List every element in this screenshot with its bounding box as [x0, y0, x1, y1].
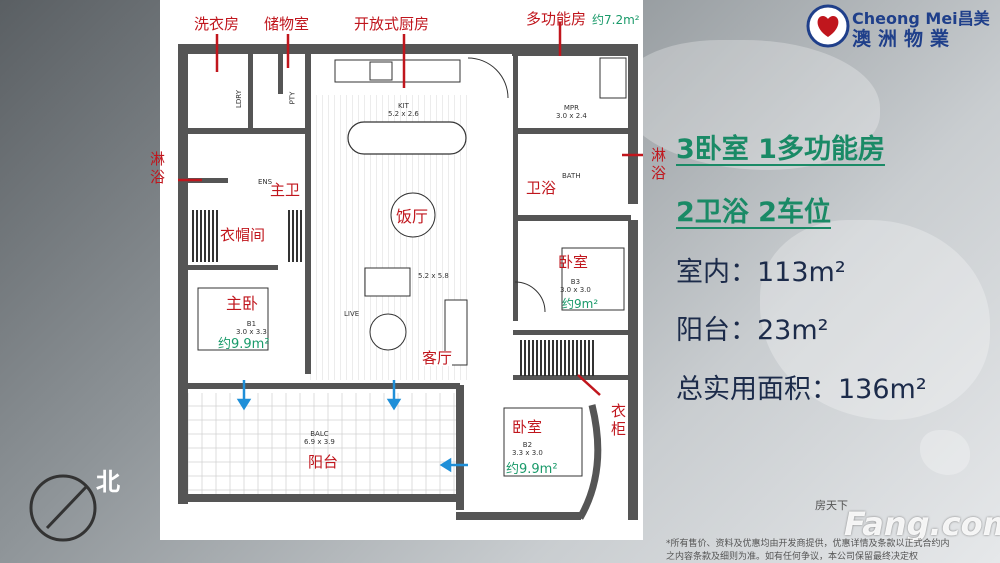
access-arrows — [236, 380, 468, 473]
entry-door — [467, 57, 509, 99]
label-living: 客厅 — [422, 349, 453, 367]
label-master: 主卧 — [226, 294, 259, 313]
label-mpr-area: 约7.2m² — [592, 13, 640, 27]
bed2-wardrobe — [520, 340, 596, 376]
round-table — [369, 313, 407, 351]
bed3-bed — [561, 247, 625, 311]
label-dining: 饭厅 — [396, 207, 429, 226]
kitchen-island — [347, 121, 467, 155]
label-shower-right: 淋 浴 — [651, 146, 667, 182]
walkin-robe-right — [288, 210, 302, 262]
mpr-desk — [599, 57, 627, 99]
tag-laundry: LDRY — [234, 90, 243, 109]
label-bed3-area: 约9m² — [562, 297, 599, 311]
label-bed2: 卧室 — [512, 418, 543, 436]
bed2-curve-wall — [576, 404, 602, 520]
map-shape-australia — [760, 220, 990, 420]
tag-pantry: PTY — [288, 91, 297, 105]
summary-balcony: 阳台：23m² — [676, 315, 829, 346]
floor-plan-drawing — [178, 22, 643, 520]
tag-mpr: MPR 3.0 x 2.4 — [556, 104, 587, 121]
floor-plan-panel: 洗衣房 储物室 开放式厨房 多功能房 约7.2m² 主卫 卫浴 衣帽间 饭厅 主… — [160, 0, 643, 540]
watermark-logo: Fang.com — [844, 505, 1000, 543]
pointer-lines — [178, 22, 643, 396]
tag-live: LIVE — [344, 310, 360, 318]
label-bath: 卫浴 — [526, 179, 557, 197]
tag-bath: BATH — [562, 172, 581, 180]
label-wardrobe: 衣 柜 — [611, 402, 627, 438]
map-shape-asia — [620, 40, 880, 170]
kitchen-bench — [334, 59, 461, 83]
label-storage: 储物室 — [264, 15, 310, 33]
label-bed2-area: 约9.9m² — [506, 462, 558, 477]
summary-indoor: 室内：113m² — [676, 257, 846, 288]
label-balcony: 阳台 — [308, 453, 339, 471]
tag-b3: B3 3.0 x 3.0 — [560, 278, 591, 295]
tag-b2: B2 3.3 x 3.0 — [512, 441, 543, 458]
north-label: 北 — [96, 468, 120, 496]
brand-name-cn-small: 昌美 — [957, 9, 990, 28]
sofa — [444, 299, 468, 366]
brand-logo — [800, 0, 1000, 50]
heart-logo-icon — [806, 4, 850, 48]
summary-rooms: 3卧室 1多功能房 — [676, 134, 885, 165]
label-master-area: 约9.9m² — [218, 337, 270, 352]
label-main-bath: 主卫 — [270, 181, 301, 199]
bed3-door — [514, 281, 546, 313]
watermark-brand: 房天下 — [815, 499, 848, 512]
map-shape-island — [920, 430, 970, 475]
master-bed — [197, 287, 269, 351]
tag-kit: KIT 5.2 x 2.6 — [388, 102, 419, 119]
label-mpr: 多功能房 — [526, 10, 587, 28]
tag-b1: B1 3.0 x 3.3 — [236, 320, 267, 337]
label-kitchen: 开放式厨房 — [354, 15, 430, 33]
label-walk-in: 衣帽间 — [220, 226, 266, 244]
tag-balc: BALC 6.9 x 3.9 — [304, 430, 335, 447]
north-compass-icon — [29, 474, 97, 542]
walkin-robe-left — [192, 210, 218, 262]
bed2-bed — [503, 407, 583, 477]
tag-ens: ENS — [258, 178, 273, 186]
brand-name-en: Cheong Mei昌美 — [852, 9, 990, 28]
label-bed3: 卧室 — [558, 253, 589, 271]
summary-baths: 2卫浴 2车位 — [676, 197, 831, 228]
tag-dining-dim: 5.2 x 5.8 — [418, 272, 449, 280]
disclaimer-line-1: *所有售价、资料及优惠均由开发商提供，优惠详情及条款以正式合约内 — [666, 539, 950, 549]
cooktop — [369, 61, 393, 81]
disclaimer-line-2: 之内容条款及细则为准。如有任何争议，本公司保留最终决定权 — [666, 552, 919, 562]
label-laundry: 洗衣房 — [194, 15, 240, 33]
label-shower-left: 淋 浴 — [150, 150, 166, 186]
brand-name-cn: 澳洲物業 — [852, 28, 957, 50]
coffee-table — [364, 267, 411, 297]
balcony-floor — [188, 393, 458, 498]
dining-table — [390, 192, 436, 238]
walls — [178, 44, 638, 520]
summary-total: 总实用面积：136m² — [676, 374, 927, 405]
